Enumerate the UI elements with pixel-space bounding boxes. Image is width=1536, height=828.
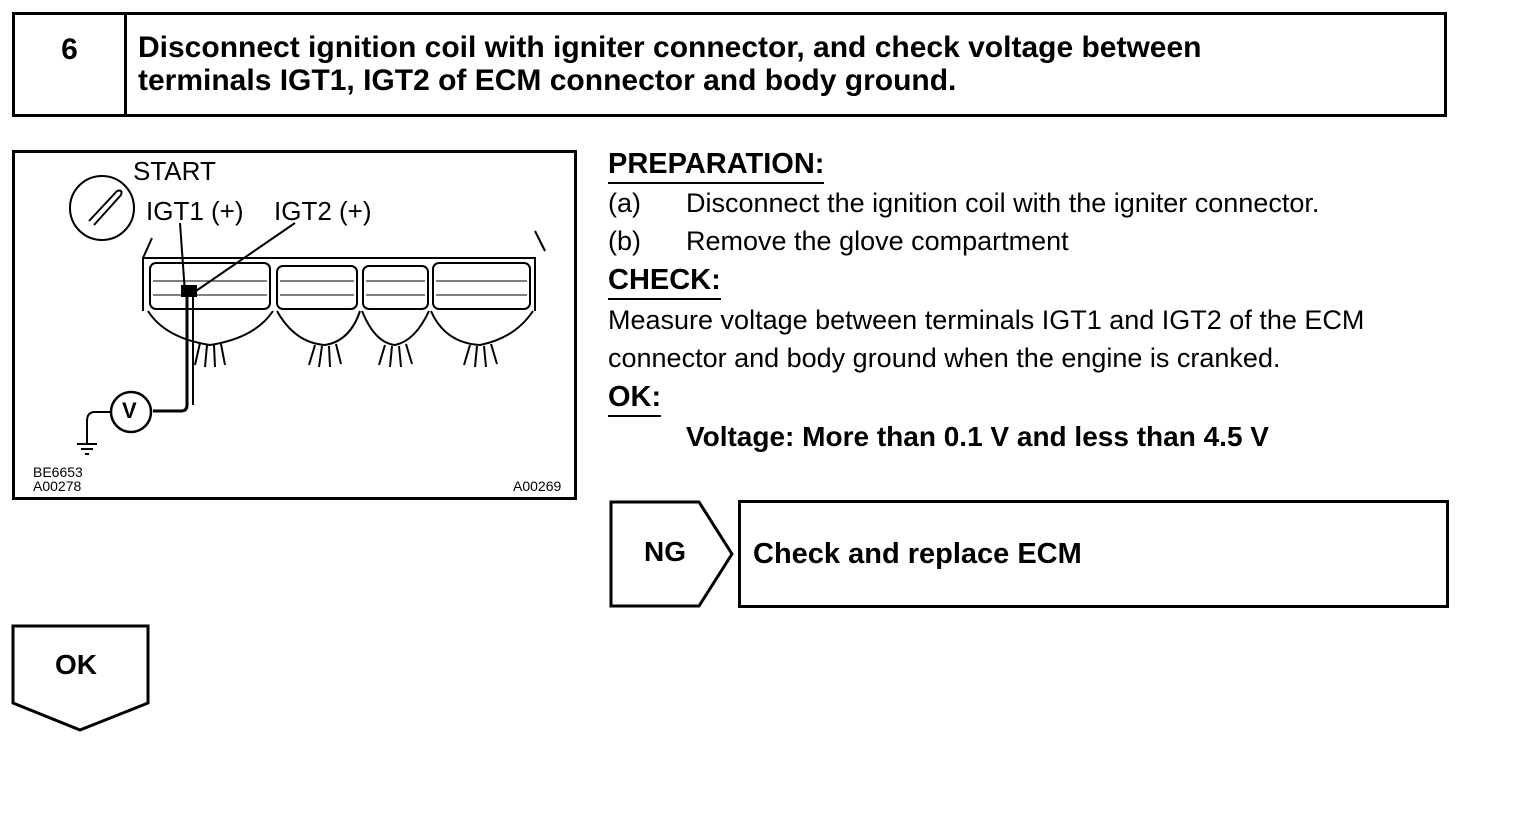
ng-result-box: Check and replace ECM	[738, 500, 1449, 608]
igt1-leader-line	[179, 222, 186, 294]
figure-code-bottom: A00278	[33, 478, 82, 494]
start-label: START	[133, 156, 216, 186]
ignition-key-icon	[69, 175, 135, 241]
check-text-line-2: connector and body ground when the engin…	[608, 343, 1281, 373]
probe-tip	[181, 285, 197, 297]
ok-heading: OK:	[608, 381, 662, 417]
igt2-leader-line	[192, 222, 296, 294]
ecm-connector	[142, 230, 546, 368]
voltmeter-label: V	[122, 398, 137, 423]
figure-code-top: BE6653	[33, 464, 83, 480]
ok-voltage-spec: Voltage: More than 0.1 V and less than 4…	[686, 421, 1269, 452]
ng-label: NG	[644, 536, 686, 567]
preparation-heading: PREPARATION:	[608, 148, 825, 184]
prep-item-a-marker: (a)	[608, 188, 641, 218]
prep-item-b-marker: (b)	[608, 226, 641, 256]
step-number: 6	[15, 15, 127, 114]
step-header: 6 Disconnect ignition coil with igniter …	[12, 12, 1447, 117]
ok-branch-label: OK	[55, 649, 97, 680]
step-title: Disconnect ignition coil with igniter co…	[127, 15, 1444, 114]
ground-icon	[77, 411, 111, 455]
step-title-line-1: Disconnect ignition coil with igniter co…	[138, 31, 1202, 64]
igt2-label: IGT2 (+)	[274, 196, 372, 226]
prep-item-a-text: Disconnect the ignition coil with the ig…	[686, 188, 1320, 218]
prep-item-b-text: Remove the glove compartment	[686, 226, 1069, 256]
figure-code-right: A00269	[513, 478, 562, 494]
ng-result-text: Check and replace ECM	[753, 537, 1082, 570]
ok-arrow-icon	[11, 624, 150, 732]
step-title-line-2: terminals IGT1, IGT2 of ECM connector an…	[138, 64, 957, 97]
check-heading: CHECK:	[608, 264, 721, 300]
diagram-drawing	[69, 175, 546, 455]
igt1-label: IGT1 (+)	[146, 196, 244, 226]
ng-arrow-icon	[609, 500, 734, 608]
check-text-line-1: Measure voltage between terminals IGT1 a…	[608, 305, 1365, 335]
ecm-connector-diagram: START IGT1 (+) IGT2 (+) V BE6653 A00278 …	[12, 150, 577, 500]
probe-lead	[153, 293, 194, 413]
